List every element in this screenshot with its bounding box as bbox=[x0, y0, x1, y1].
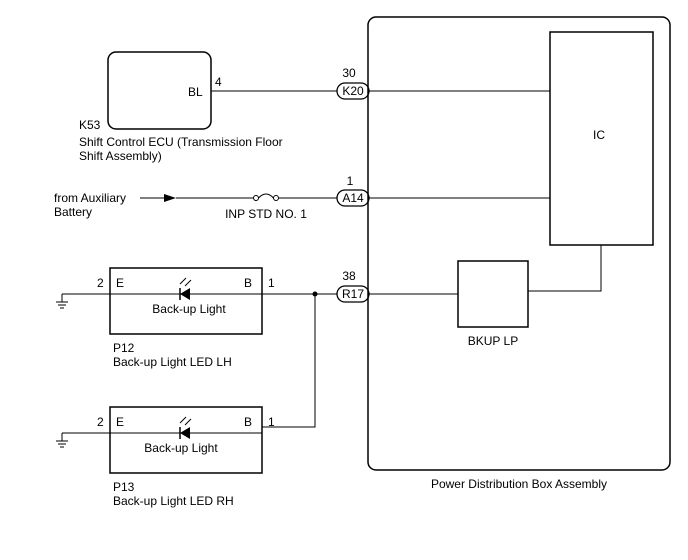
lamp-lh-inner-label: Back-up Light bbox=[152, 302, 226, 316]
lamp-rh-box bbox=[109, 406, 263, 474]
connector-r17 bbox=[336, 285, 370, 303]
lamp-rh-pin-e: E bbox=[116, 415, 124, 429]
led-icon-lh bbox=[179, 277, 192, 300]
power-distribution-box-label: Power Distribution Box Assembly bbox=[431, 477, 607, 491]
ic-block bbox=[549, 31, 654, 246]
connector-r17-pin: 38 bbox=[342, 269, 356, 283]
lamp-lh-num-e: 2 bbox=[97, 276, 104, 290]
ecu-name-line1: Shift Control ECU (Transmission Floor bbox=[79, 135, 283, 149]
fuse-icon bbox=[258, 193, 274, 199]
arrow-icon bbox=[164, 194, 176, 202]
connector-a14-label: A14 bbox=[342, 191, 364, 205]
led-icon-rh bbox=[179, 416, 192, 439]
battery-label-line1: from Auxiliary bbox=[54, 191, 126, 205]
lamp-rh-inner-label: Back-up Light bbox=[144, 441, 218, 455]
lamp-rh-code: P13 bbox=[113, 480, 135, 494]
bkup-lp-label: BKUP LP bbox=[468, 334, 518, 348]
lamp-lh-box bbox=[109, 267, 263, 335]
fuse-label: INP STD NO. 1 bbox=[225, 207, 307, 221]
fuse-terminal-left bbox=[253, 195, 259, 201]
lamp-lh-pin-b: B bbox=[244, 276, 252, 290]
lamp-rh-pin-b: B bbox=[244, 415, 252, 429]
rh-branch-wire bbox=[262, 294, 316, 428]
lamp-rh-num-b: 1 bbox=[268, 415, 275, 429]
ground-icon-lh bbox=[56, 294, 68, 309]
ecu-code: K53 bbox=[79, 118, 101, 132]
ground-icon-rh bbox=[56, 433, 68, 448]
connector-k20-label: K20 bbox=[342, 84, 364, 98]
lamp-lh-pin-e: E bbox=[116, 276, 124, 290]
lamp-lh-name: Back-up Light LED LH bbox=[113, 355, 232, 369]
fuse-terminal-right bbox=[273, 195, 279, 201]
ecu-pin-label: BL bbox=[188, 85, 203, 99]
connector-a14 bbox=[336, 189, 370, 207]
ic-to-bkup-wire bbox=[528, 245, 602, 292]
battery-label-line2: Battery bbox=[54, 205, 92, 219]
connector-a14-pin: 1 bbox=[347, 174, 354, 188]
ic-label: IC bbox=[593, 128, 605, 142]
lamp-rh-name: Back-up Light LED RH bbox=[113, 494, 234, 508]
ecu-name-line2: Shift Assembly) bbox=[79, 149, 162, 163]
lamp-rh-num-e: 2 bbox=[97, 415, 104, 429]
lamp-lh-code: P12 bbox=[113, 341, 135, 355]
ecu-pin-number: 4 bbox=[215, 75, 222, 89]
connector-r17-label: R17 bbox=[342, 287, 364, 301]
lamp-lh-num-b: 1 bbox=[268, 276, 275, 290]
bkup-lp-block bbox=[457, 260, 529, 328]
connector-k20-pin: 30 bbox=[342, 66, 356, 80]
connector-k20 bbox=[336, 82, 370, 100]
